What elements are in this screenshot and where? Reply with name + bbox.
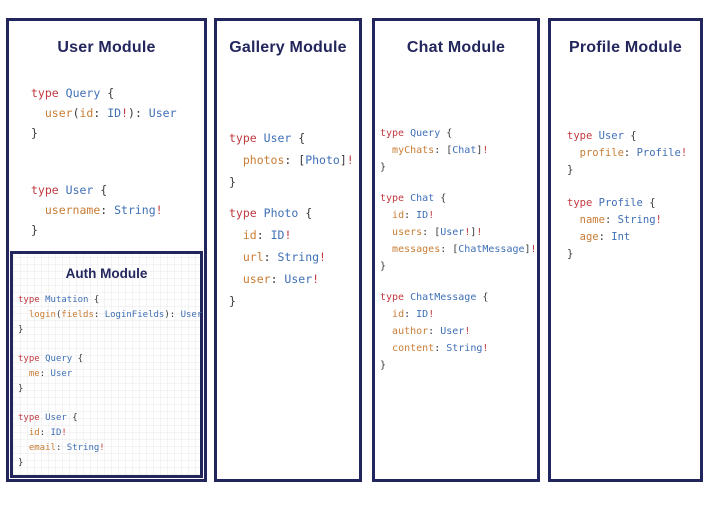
code-line: } <box>229 175 236 189</box>
code-block: type User { profile: Profile!} <box>567 128 700 179</box>
code-line: type Mutation { <box>18 295 100 305</box>
panel-title-gallery-module: Gallery Module <box>229 39 347 56</box>
code-line: type User { <box>567 130 637 142</box>
code-line: profile: Profile! <box>579 147 688 159</box>
code-line: name: String! <box>579 214 662 226</box>
code-line: photos: [Photo]! <box>242 153 354 167</box>
code-line: age: Int <box>579 231 631 243</box>
code-area-chat-module: type Query { myChats: [Chat]!}type Chat … <box>375 125 537 374</box>
code-line: login(fields: LoginFields): User <box>28 310 203 320</box>
code-block: type User { photos: [Photo]!} <box>229 127 359 193</box>
panel-title-user-module: User Module <box>57 39 156 56</box>
code-line: author: User! <box>392 326 471 337</box>
code-line: } <box>18 384 24 394</box>
panel-auth-module: Auth Module type Mutation { login(fields… <box>10 251 203 478</box>
panel-user-module: User Module type Query { user(id: ID!): … <box>6 18 207 482</box>
code-line: type Query { <box>380 128 453 139</box>
code-line: } <box>18 458 24 468</box>
code-line: } <box>18 325 24 335</box>
code-line: } <box>567 164 574 176</box>
code-line: } <box>31 126 38 140</box>
code-block: type Mutation { login(fields: LoginField… <box>18 293 203 338</box>
code-line: type Query { <box>31 86 115 100</box>
code-block: type Profile { name: String! age: Int} <box>567 195 700 263</box>
code-line: username: String! <box>44 203 163 217</box>
code-block: type Chat { id: ID! users: [User!]! mess… <box>380 190 537 275</box>
code-line: id: ID! <box>242 228 292 242</box>
code-block: type Query { myChats: [Chat]!} <box>380 125 537 176</box>
code-line: type Query { <box>18 354 84 364</box>
panel-profile-module: Profile Module type User { profile: Prof… <box>548 18 703 482</box>
code-block: type Query { user(id: ID!): User} <box>31 83 204 143</box>
code-line: type ChatMessage { <box>380 292 489 303</box>
code-area-profile-module: type User { profile: Profile!}type Profi… <box>551 128 700 263</box>
code-line: user: User! <box>242 272 320 286</box>
code-block: type ChatMessage { id: ID! author: User!… <box>380 289 537 374</box>
code-area-user-module: type Query { user(id: ID!): User}type Us… <box>9 83 204 240</box>
code-area-auth-module: type Mutation { login(fields: LoginField… <box>13 293 203 471</box>
code-line: email: String! <box>28 443 105 453</box>
code-area-gallery-module: type User { photos: [Photo]!}type Photo … <box>217 127 359 312</box>
panel-title-auth-module: Auth Module <box>65 266 148 281</box>
code-line: messages: [ChatMessage]! <box>392 244 537 255</box>
code-line: myChats: [Chat]! <box>392 145 489 156</box>
code-line: users: [User!]! <box>392 227 483 238</box>
code-line: type User { <box>18 413 78 423</box>
code-line: } <box>380 162 387 173</box>
code-line: type Chat { <box>380 193 447 204</box>
code-line: me: User <box>28 369 73 379</box>
code-block: type User { username: String!} <box>31 180 204 240</box>
code-line: type Photo { <box>229 206 313 220</box>
code-line: user(id: ID!): User <box>44 106 177 120</box>
panel-chat-module: Chat Module type Query { myChats: [Chat]… <box>372 18 540 482</box>
code-line: } <box>567 248 574 260</box>
code-line: id: ID! <box>392 210 435 221</box>
code-line: id: ID! <box>392 309 435 320</box>
panel-title-chat-module: Chat Module <box>406 39 506 56</box>
code-line: } <box>31 223 38 237</box>
code-block: type User { id: ID! email: String!} <box>18 411 200 471</box>
code-line: } <box>380 360 387 371</box>
code-block: type Query { me: User} <box>18 352 200 397</box>
code-line: id: ID! <box>28 428 67 438</box>
code-line: content: String! <box>392 343 489 354</box>
code-line: } <box>380 261 387 272</box>
code-line: } <box>229 294 236 308</box>
panel-title-profile-module: Profile Module <box>568 39 683 56</box>
code-line: type Profile { <box>567 197 656 209</box>
panel-gallery-module: Gallery Module type User { photos: [Phot… <box>214 18 362 482</box>
code-line: url: String! <box>242 250 326 264</box>
code-line: type User { <box>229 131 306 145</box>
code-block: type Photo { id: ID! url: String! user: … <box>229 202 359 312</box>
code-line: type User { <box>31 183 108 197</box>
